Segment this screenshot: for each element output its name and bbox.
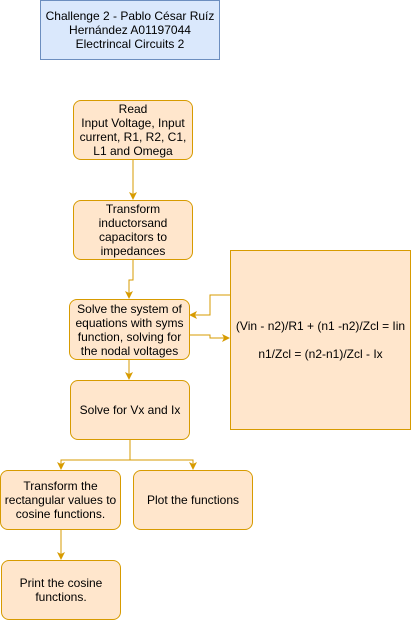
solve-vx-ix-step: Solve for Vx and Ix — [70, 380, 190, 440]
transform-impedances-text: Transform inductorsand capacitors to imp… — [98, 202, 168, 258]
solve-system-step: Solve the system of equations with syms … — [69, 299, 190, 360]
read-inputs-step: Read Input Voltage, Input current, R1, R… — [73, 100, 193, 160]
edge-transform-to-solve-system — [125, 260, 134, 299]
edge-equations-to-solve-system — [189, 294, 230, 319]
transform-impedances-step: Transform inductorsand capacitors to imp… — [73, 200, 193, 260]
solve-system-text: Solve the system of equations with syms … — [75, 301, 184, 358]
transform-cosine-step: Transform the rectangular values to cosi… — [0, 470, 121, 530]
plot-functions-text: Plot the functions — [146, 493, 240, 507]
edge-solve-vx-to-cosine — [57, 440, 131, 470]
title-text: Challenge 2 - Pablo César Ruíz Hernández… — [45, 9, 215, 51]
title-box: Challenge 2 - Pablo César Ruíz Hernández… — [40, 0, 220, 60]
equation-1: (Vin - n2)/R1 + (n1 -n2)/Zcl = Iin — [235, 319, 406, 333]
read-inputs-text: Read Input Voltage, Input current, R1, R… — [79, 102, 187, 158]
equations-box: (Vin - n2)/R1 + (n1 -n2)/Zcl = Iin n1/Zc… — [230, 250, 411, 430]
edge-solve-vx-to-plot — [130, 459, 197, 470]
transform-cosine-text: Transform the rectangular values to cosi… — [4, 479, 117, 521]
print-cosine-text: Print the cosine functions. — [19, 576, 103, 604]
plot-functions-step: Plot the functions — [133, 470, 253, 530]
print-cosine-step: Print the cosine functions. — [1, 560, 121, 620]
edge-solve-system-to-equations — [189, 334, 230, 342]
equation-2: n1/Zcl = (n2-n1)/Zcl - Ix — [258, 347, 383, 361]
solve-vx-ix-text: Solve for Vx and Ix — [79, 403, 181, 417]
